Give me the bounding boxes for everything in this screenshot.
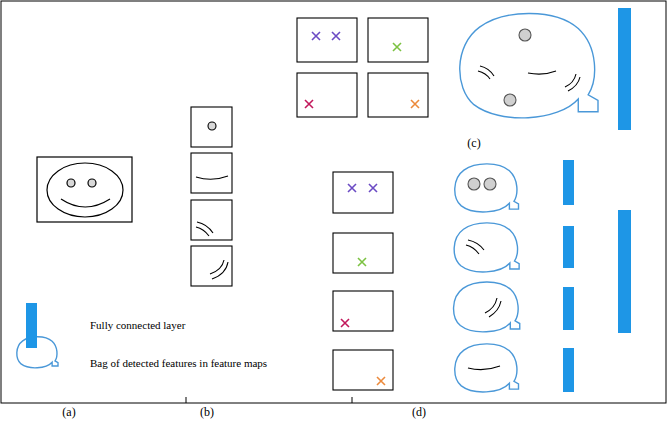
panel-label: (c) [467, 136, 480, 150]
feature-map [297, 18, 357, 62]
detection-mark [348, 184, 356, 192]
legend-swatch [26, 303, 37, 348]
corner-feature [210, 260, 228, 279]
corner-feature [196, 222, 213, 236]
feature-map [297, 73, 357, 117]
fc-layers [563, 160, 631, 392]
eye-feature [468, 178, 480, 190]
mouth-feature [528, 71, 556, 74]
eye-feature [484, 178, 496, 190]
filter-box [191, 107, 232, 147]
filter-box [191, 200, 232, 240]
feature-maps [297, 18, 428, 117]
eye-feature [519, 29, 531, 41]
feature-map [333, 172, 393, 213]
legend-text: Fully connected layer [90, 319, 185, 332]
figure-frame [1, 1, 666, 403]
panel-label: (a) [62, 405, 75, 419]
bag-contents [466, 178, 501, 370]
eye [88, 179, 96, 187]
feature-bag [455, 344, 519, 392]
feature-map [333, 291, 393, 331]
detection-mark [305, 100, 313, 108]
feature-map [333, 233, 393, 273]
feature-map [368, 18, 428, 62]
legend-bag-sample [17, 337, 58, 368]
mouth [61, 199, 110, 207]
panel-tick [352, 397, 353, 403]
corner-feature [466, 240, 484, 254]
panel-tick [186, 397, 187, 403]
corner-feature [478, 66, 494, 79]
feature-bag [460, 14, 598, 118]
filters [191, 107, 232, 286]
feature-bags [454, 164, 520, 392]
legend-text: Bag of detected features in feature maps [90, 357, 267, 370]
fc-layer [618, 210, 631, 333]
panel-label: (d) [412, 405, 426, 419]
fc-layer [618, 8, 631, 130]
bag-contents [478, 29, 580, 106]
detection-mark [312, 32, 320, 40]
mouth-feature [196, 176, 228, 179]
feature-maps [333, 172, 393, 390]
mouth-feature [468, 366, 500, 370]
feature-bag [454, 223, 519, 272]
feature-bag [455, 164, 519, 212]
eye [67, 179, 75, 187]
corner-feature [485, 298, 501, 317]
feature-bag [454, 282, 520, 332]
detection-mark [393, 43, 401, 51]
input-image [37, 157, 132, 222]
eye-feature [208, 122, 216, 130]
fc-layer [563, 348, 574, 392]
fc-layer [563, 287, 574, 330]
detection-mark [369, 184, 377, 192]
detections [341, 184, 385, 385]
filter-box [191, 246, 232, 286]
detection-mark [358, 258, 366, 266]
eye-feature [504, 94, 516, 106]
filter-box [191, 153, 232, 193]
corner-feature [565, 74, 580, 91]
feature-map [368, 73, 428, 117]
panel-label: (b) [200, 405, 214, 419]
detection-mark [341, 319, 349, 327]
detection-mark [411, 100, 419, 108]
face-outline [47, 163, 123, 217]
detection-mark [377, 377, 385, 385]
detection-mark [332, 32, 340, 40]
fc-layer [563, 226, 574, 268]
feature-map [333, 350, 393, 390]
detections [305, 32, 419, 108]
image-frame [37, 157, 132, 222]
fc-layer [563, 160, 574, 205]
